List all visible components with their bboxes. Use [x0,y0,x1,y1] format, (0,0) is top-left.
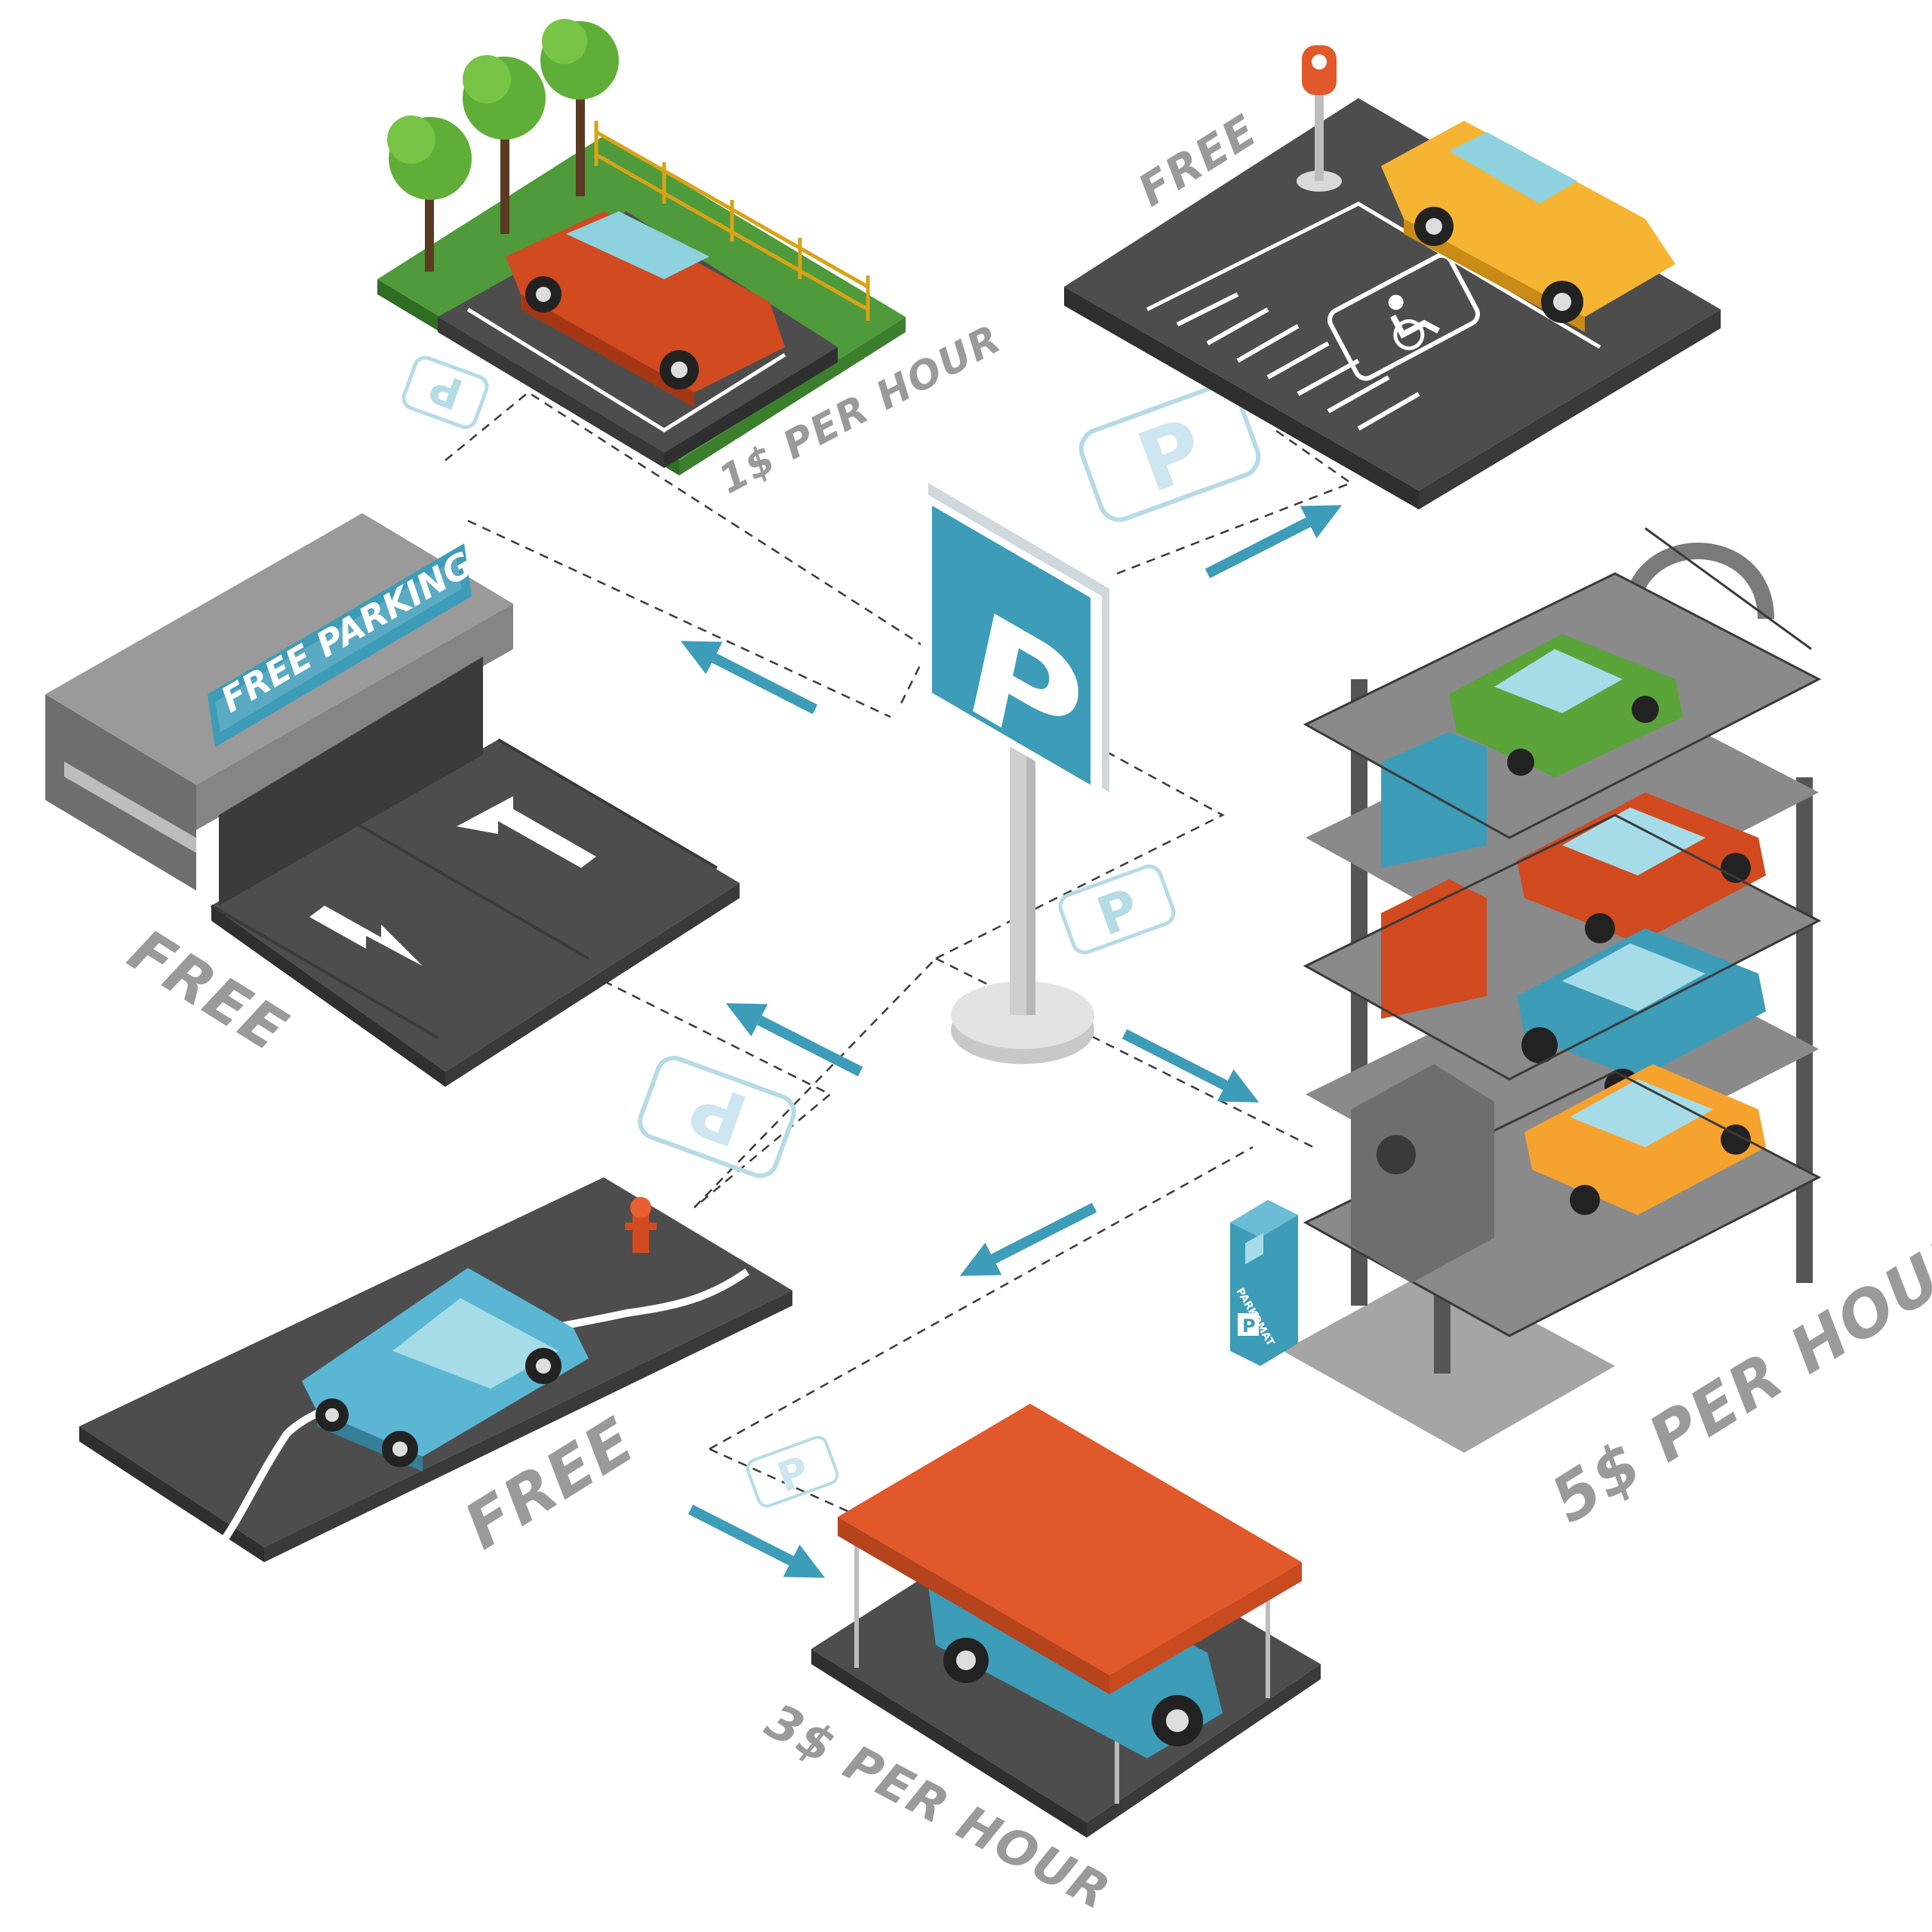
faded-parking-badge: P [638,1056,796,1178]
free-parking-garage: FREE PARKING [45,513,740,1087]
red-car-tower [1517,792,1766,943]
parking-meter-icon [1297,45,1342,192]
red-car [506,211,785,408]
blue-car-back [1381,732,1487,868]
disabled-parking-spot [1064,45,1721,509]
parkomat-kiosk: PARKOMAT P [1230,1200,1298,1366]
svg-text:P: P [771,1447,816,1502]
arrow-icon [680,641,818,715]
tree-icon [540,19,619,196]
faded-parking-badge: P [1058,864,1176,955]
svg-text:P: P [1089,876,1146,948]
arrow-icon [959,1202,1097,1276]
center-parking-sign: P [921,483,1109,1064]
faded-parking-badge: P [746,1435,839,1508]
orange-car-tower [1524,1064,1766,1215]
arrow-icon [1121,1029,1260,1103]
svg-text:P: P [678,1065,757,1162]
blue-car [302,1268,589,1472]
street-parking [79,1177,792,1562]
yellow-car [1381,121,1675,332]
arrow-icon [1204,505,1343,579]
direction-arrows [680,505,1343,1578]
kiosk-letter: P [1242,1315,1256,1337]
red-car-back [1381,879,1487,1019]
hydrant-icon [625,1197,657,1253]
tree-icon [463,55,546,234]
tree-icon [387,115,472,272]
svg-text:P: P [423,361,469,418]
green-car [1449,634,1683,777]
svg-text:P: P [1126,400,1217,512]
faded-parking-badge: P [401,355,489,429]
covered-carport [811,1404,1321,1838]
outdoor-lot-with-trees [377,19,906,475]
wheelchair-icon [1327,253,1481,381]
automated-parking-tower: PARKOMAT P [1230,527,1822,1453]
arrow-icon [688,1504,826,1578]
arrow-icon [725,1003,863,1077]
